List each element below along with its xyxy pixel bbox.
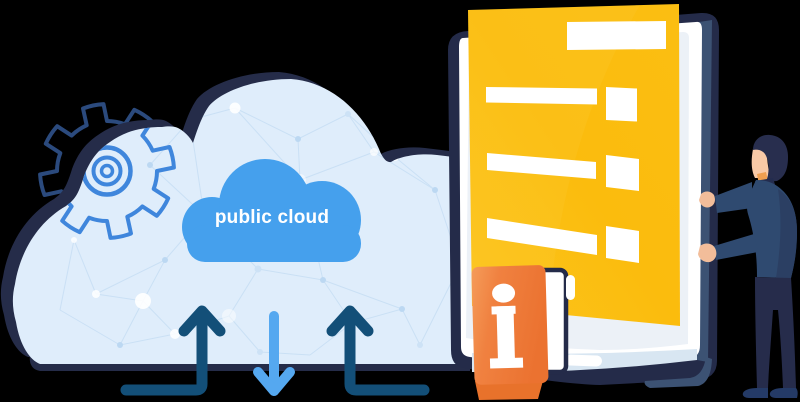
svg-text:public cloud: public cloud xyxy=(215,207,329,228)
